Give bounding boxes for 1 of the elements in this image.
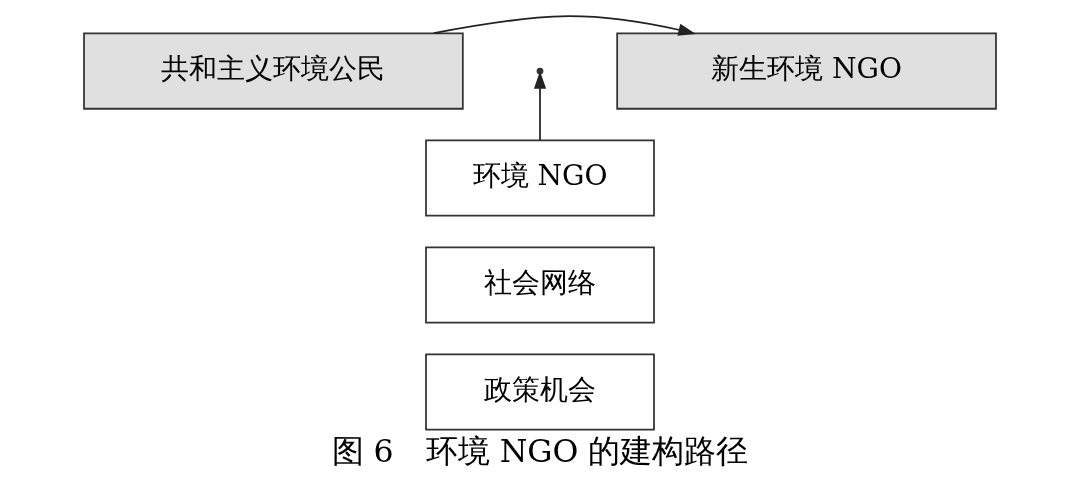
caption: 图 6 环境 NGO 的建构路径 — [331, 432, 749, 469]
